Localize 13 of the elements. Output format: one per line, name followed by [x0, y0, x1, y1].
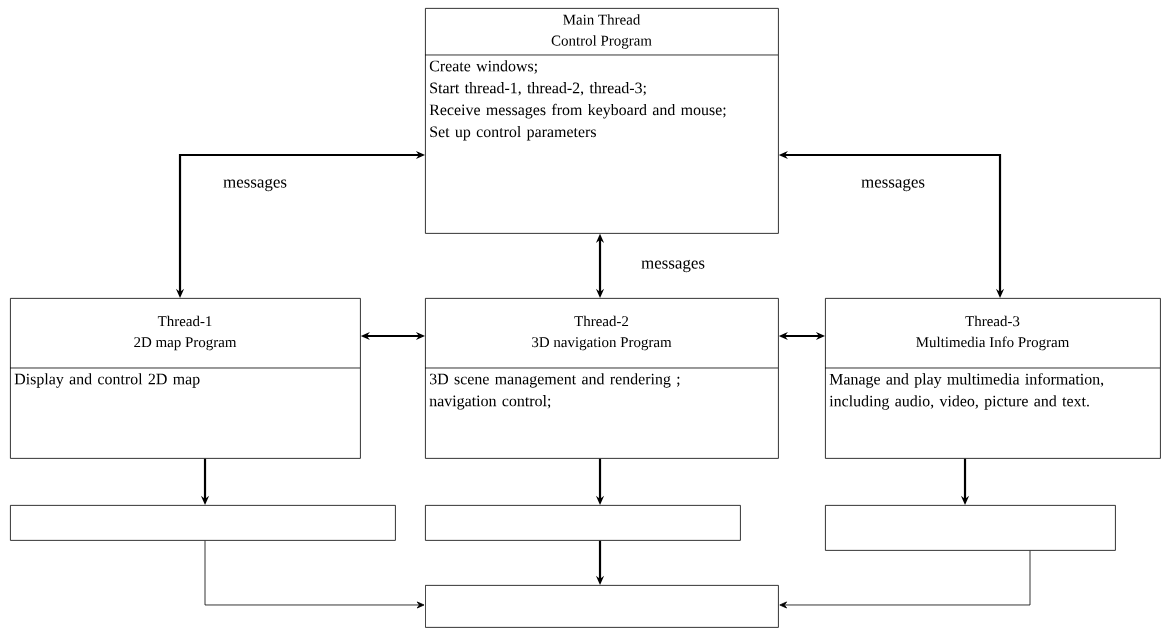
- library-box: [10, 505, 396, 541]
- library-box: [825, 505, 1116, 551]
- edge-label: messages: [222, 177, 288, 193]
- arrow: [779, 550, 1031, 609]
- library-box: [425, 505, 741, 541]
- library-box: [425, 585, 779, 628]
- thread-box: Thread-1 2D map Program Display and control 2D map: [9, 298, 361, 459]
- edge-label: messages: [640, 258, 706, 274]
- thread-box: Thread-3 Multimedia Info Program Manage and play multimedia information, including audio, video, picture and text.: [824, 298, 1161, 459]
- thread-box: Main Thread Control Program Create windows; Start thread-1, thread-2, thread-3; Receive messages from keyboard and mouse; Set up control parameters: [424, 8, 779, 234]
- arrow: [204, 540, 425, 609]
- edge-label: messages: [860, 177, 926, 193]
- thread-box: Thread-2 3D navigation Program 3D scene management and rendering ; navigation control;: [424, 298, 779, 459]
